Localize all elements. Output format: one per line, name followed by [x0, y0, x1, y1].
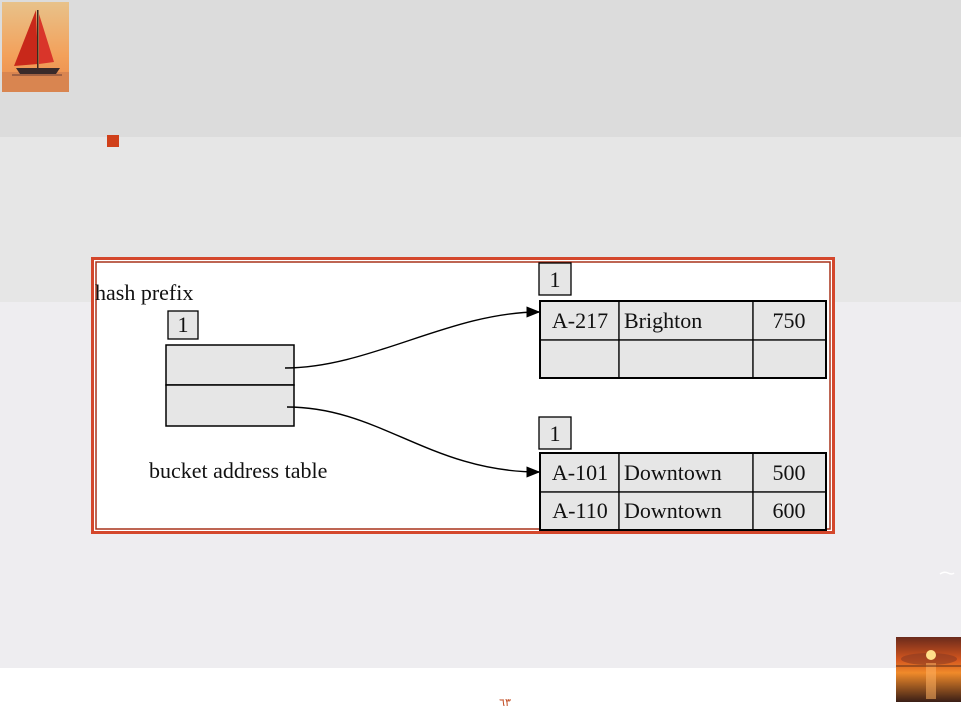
pointer-arrow-1	[286, 406, 541, 478]
bucket-2-row-1-balance: 500	[773, 460, 806, 485]
bucket-2-row-1-branch: Downtown	[624, 460, 722, 485]
bullet-marker	[107, 135, 119, 147]
bucket-1-row-1-branch: Brighton	[624, 308, 702, 333]
bucket-1-depth-box	[538, 262, 572, 296]
sunset-logo-image	[896, 637, 961, 702]
bucket-1-table	[539, 300, 827, 379]
bucket-2-row-1-account: A-101	[552, 460, 608, 485]
bucket-address-entry-0	[165, 344, 295, 386]
figure-frame-inner	[95, 261, 831, 530]
slide-title-band	[0, 0, 961, 137]
page-number: ٦٣	[499, 696, 511, 709]
decorative-mark	[939, 571, 955, 575]
slide-footer-band	[0, 668, 961, 721]
extendable-hash-figure: hash prefix 1 bucket address table 1 A-2…	[91, 257, 835, 534]
bucket-1-row-1-account: A-217	[552, 308, 608, 333]
hash-prefix-label: hash prefix	[95, 280, 193, 305]
hash-prefix-value: 1	[178, 312, 189, 337]
bucket-1-row-1-balance: 750	[773, 308, 806, 333]
bucket-address-table-label: bucket address table	[149, 458, 327, 483]
bucket-2-depth-box	[538, 416, 572, 450]
bucket-2-row-2-branch: Downtown	[624, 498, 722, 523]
bucket-address-entry-1	[165, 384, 295, 427]
pointer-arrow-0	[284, 306, 541, 369]
bucket-2-depth: 1	[550, 421, 561, 446]
bucket-2-table	[539, 452, 827, 531]
sailboat-logo-image	[2, 2, 69, 92]
hash-prefix-box	[167, 310, 199, 340]
bucket-2-row-2-balance: 600	[773, 498, 806, 523]
bucket-1-depth: 1	[550, 267, 561, 292]
bucket-2-row-2-account: A-110	[552, 498, 607, 523]
